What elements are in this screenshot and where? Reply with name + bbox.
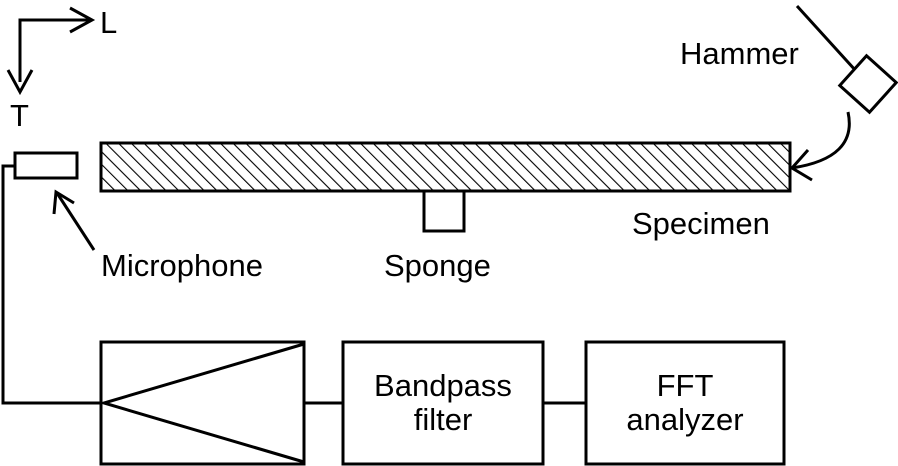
hammer-icon: [795, 4, 898, 115]
microphone-pointer-arrow: [52, 189, 96, 251]
bandpass-filter-block: [341, 340, 545, 466]
impact-arrow: [789, 111, 851, 182]
longitudinal-axis-label: L: [100, 5, 118, 40]
fft-analyzer-label-line1: FFT: [656, 368, 714, 403]
fft-analyzer-block: [584, 340, 786, 466]
specimen-bar: [99, 141, 792, 193]
fft-analyzer-label-line2: analyzer: [626, 402, 744, 437]
transverse-axis-label: T: [10, 98, 29, 133]
fft-analyzer-label: FFT analyzer: [586, 369, 784, 437]
bandpass-filter-label: Bandpass filter: [343, 369, 543, 437]
bandpass-filter-label-line1: Bandpass: [374, 368, 512, 403]
signal-cable: [1, 164, 101, 405]
axis-indicator: [6, 6, 96, 96]
amplifier-block: [98, 340, 306, 466]
hammer-label: Hammer: [680, 36, 799, 71]
sponge-label: Sponge: [384, 248, 491, 283]
microphone-body: [13, 151, 79, 180]
microphone-label: Microphone: [101, 248, 263, 283]
sponge-support: [422, 189, 466, 233]
bandpass-filter-label-line2: filter: [413, 402, 473, 437]
specimen-label: Specimen: [632, 206, 770, 241]
